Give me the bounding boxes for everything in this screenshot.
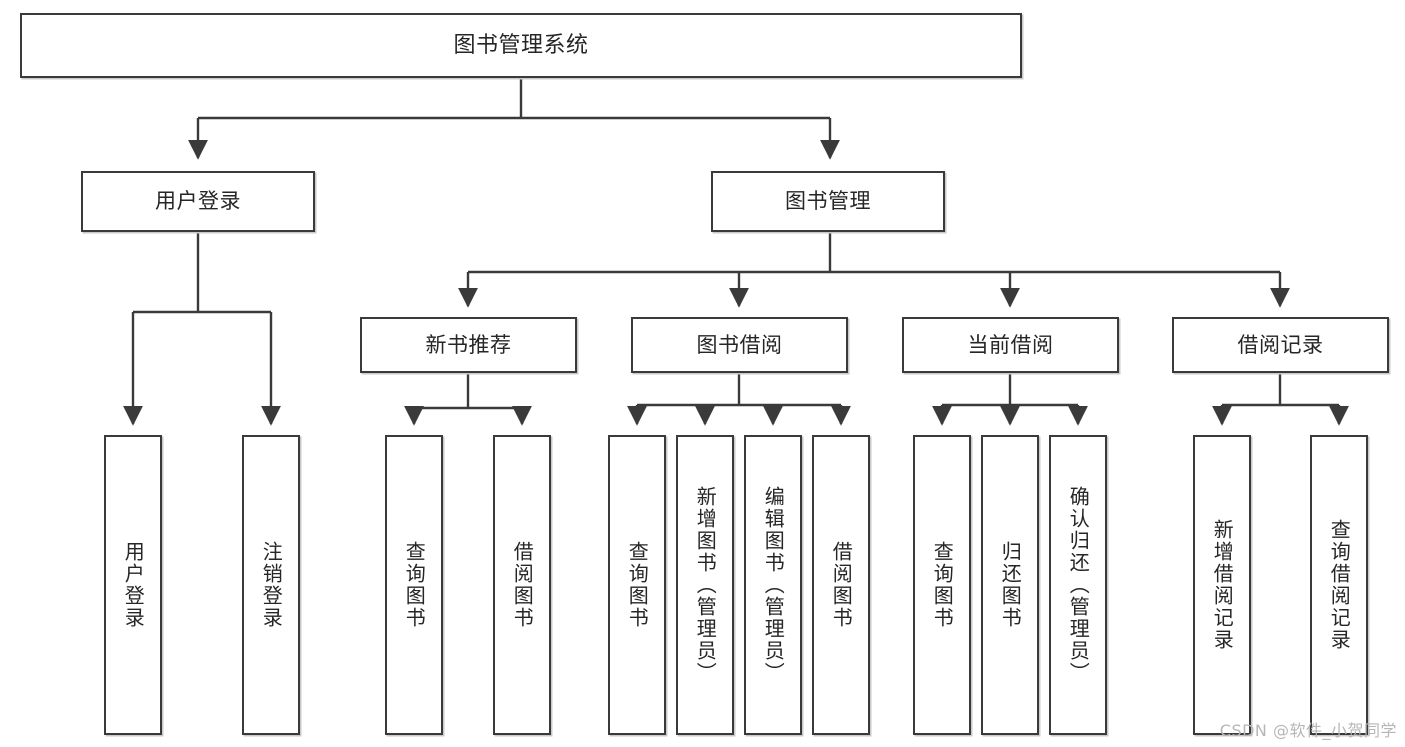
node-leaf-add-book-admin[interactable]: 新增图书（管理员） bbox=[676, 435, 734, 735]
node-label: 新书推荐 bbox=[425, 332, 512, 357]
node-leaf-user-login[interactable]: 用户登录 bbox=[104, 435, 162, 735]
node-leaf-query-book-current[interactable]: 查询图书 bbox=[913, 435, 971, 735]
node-user-login[interactable]: 用户登录 bbox=[81, 171, 315, 232]
node-leaf-query-borrow-record[interactable]: 查询借阅记录 bbox=[1310, 435, 1368, 735]
node-leaf-logout[interactable]: 注销登录 bbox=[242, 435, 300, 735]
node-root-book-management-system[interactable]: 图书管理系统 bbox=[20, 13, 1022, 78]
node-leaf-query-book-borrow[interactable]: 查询图书 bbox=[608, 435, 666, 735]
node-label: 图书借阅 bbox=[696, 332, 783, 357]
node-new-book-recommend[interactable]: 新书推荐 bbox=[360, 317, 577, 373]
node-leaf-add-borrow-record[interactable]: 新增借阅记录 bbox=[1193, 435, 1251, 735]
node-label: 确认归还（管理员） bbox=[1066, 486, 1091, 684]
node-leaf-edit-book-admin[interactable]: 编辑图书（管理员） bbox=[744, 435, 802, 735]
node-leaf-borrow-book-recommend[interactable]: 借阅图书 bbox=[493, 435, 551, 735]
node-label: 查询图书 bbox=[930, 541, 955, 629]
node-leaf-return-book[interactable]: 归还图书 bbox=[981, 435, 1039, 735]
node-label: 借阅记录 bbox=[1237, 332, 1324, 357]
node-label: 当前借阅 bbox=[967, 332, 1054, 357]
node-label: 借阅图书 bbox=[510, 541, 535, 629]
node-label: 归还图书 bbox=[998, 541, 1023, 629]
watermark: CSDN @软件_小贺同学 bbox=[1219, 721, 1397, 740]
node-borrow-record[interactable]: 借阅记录 bbox=[1172, 317, 1389, 373]
node-label: 新增借阅记录 bbox=[1210, 519, 1235, 651]
node-label: 查询图书 bbox=[625, 541, 650, 629]
node-label: 用户登录 bbox=[121, 541, 146, 629]
node-leaf-query-book-recommend[interactable]: 查询图书 bbox=[385, 435, 443, 735]
node-label: 查询借阅记录 bbox=[1327, 519, 1352, 651]
node-label: 编辑图书（管理员） bbox=[761, 486, 786, 684]
node-current-borrow[interactable]: 当前借阅 bbox=[902, 317, 1119, 373]
node-label: 图书管理 bbox=[785, 189, 871, 214]
node-label: 借阅图书 bbox=[829, 541, 854, 629]
node-book-management[interactable]: 图书管理 bbox=[711, 171, 945, 232]
node-label: 图书管理系统 bbox=[453, 32, 589, 58]
node-label: 查询图书 bbox=[402, 541, 427, 629]
node-label: 用户登录 bbox=[155, 189, 241, 214]
node-label: 注销登录 bbox=[259, 541, 284, 629]
node-leaf-borrow-book[interactable]: 借阅图书 bbox=[812, 435, 870, 735]
node-label: 新增图书（管理员） bbox=[693, 486, 718, 684]
node-book-borrow[interactable]: 图书借阅 bbox=[631, 317, 848, 373]
node-leaf-confirm-return-admin[interactable]: 确认归还（管理员） bbox=[1049, 435, 1107, 735]
